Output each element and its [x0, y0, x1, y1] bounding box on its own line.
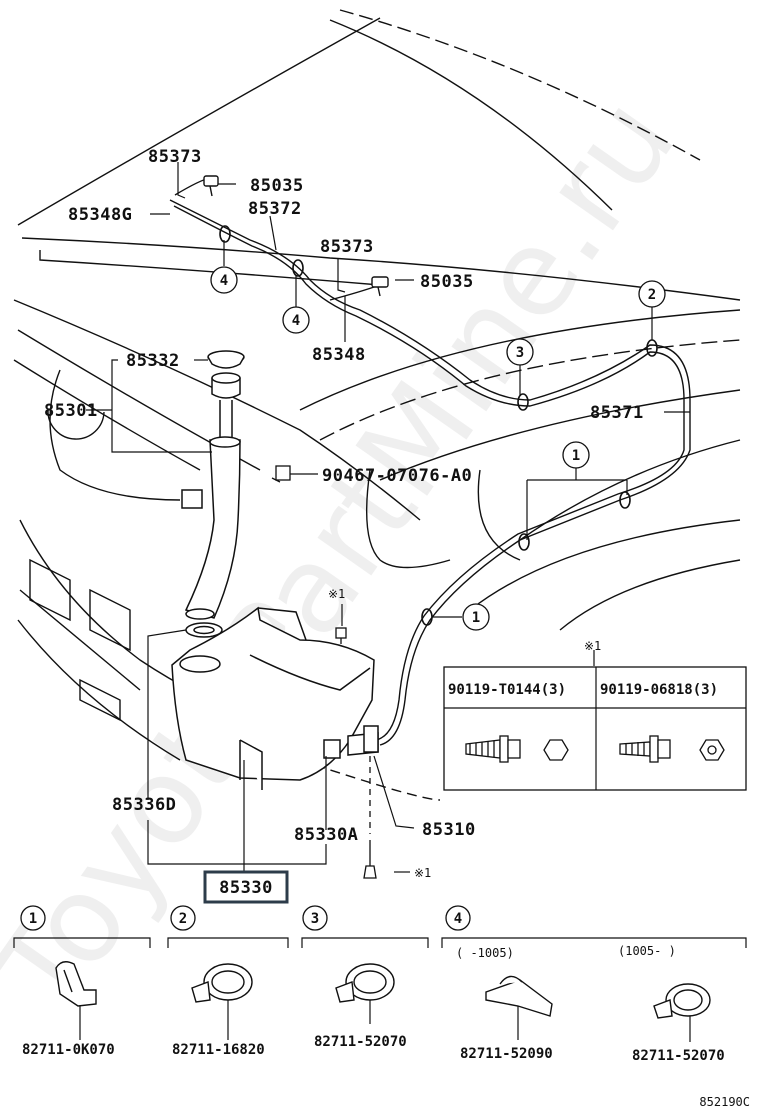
clip-4-left-range: ( -1005) — [456, 946, 514, 960]
callout-2: 2 — [638, 280, 666, 308]
bolt-90467 — [271, 465, 291, 483]
clip-1-pn[interactable]: 82711-0K070 — [22, 1042, 115, 1058]
clip-3-pn[interactable]: 82711-52070 — [314, 1034, 407, 1050]
label-85310[interactable]: 85310 — [422, 820, 476, 840]
clip-4-left-pn[interactable]: 82711-52090 — [460, 1046, 553, 1062]
svg-text:1: 1 — [572, 448, 580, 464]
bolt-right-hex-view — [699, 739, 725, 761]
label-85373-a[interactable]: 85373 — [148, 147, 202, 167]
bolt-variants-box: 90119-T0144(3) 90119-06818(3) — [443, 666, 747, 791]
label-85373-b[interactable]: 85373 — [320, 237, 374, 257]
clip-2-pn[interactable]: 82711-16820 — [172, 1042, 265, 1058]
label-85372[interactable]: 85372 — [248, 199, 302, 219]
part-labels: 85373 85035 85348G 85372 85373 85035 853… — [44, 147, 644, 845]
bolt-right-side-view — [619, 735, 671, 763]
clip-2-group: 2 82711-16820 — [170, 905, 265, 1058]
svg-text:3: 3 — [311, 911, 319, 927]
clip-4-right-icon — [653, 983, 711, 1019]
clip-1-icon — [55, 961, 97, 1007]
note-mark-lower: ※1 — [414, 866, 431, 880]
svg-text:3: 3 — [516, 345, 524, 361]
label-85035-a[interactable]: 85035 — [250, 176, 304, 196]
callout-1a: 1 — [562, 441, 590, 469]
svg-text:2: 2 — [179, 911, 187, 927]
clip-3-group: 3 82711-52070 — [302, 905, 407, 1050]
bolt-left-hex-view — [543, 739, 569, 761]
clip-4-right-range: (1005- ) — [618, 944, 676, 958]
svg-text:1: 1 — [29, 911, 37, 927]
clip-4-left-icon — [485, 975, 553, 1017]
leader-lines — [86, 162, 690, 873]
label-85348[interactable]: 85348 — [312, 345, 366, 365]
bolt-lower — [363, 756, 377, 879]
main-assembly-label[interactable]: 85330 — [203, 870, 289, 904]
label-85330A[interactable]: 85330A — [294, 825, 358, 845]
callout-4b: 4 — [282, 306, 310, 334]
label-85371[interactable]: 85371 — [590, 403, 644, 423]
diagram-code: 852190C — [699, 1095, 750, 1109]
callout-4a: 4 — [210, 266, 238, 294]
clip-4-right-pn[interactable]: 82711-52070 — [632, 1048, 725, 1064]
label-85348G[interactable]: 85348G — [68, 205, 132, 225]
label-85336D[interactable]: 85336D — [112, 795, 176, 815]
svg-text:1: 1 — [472, 610, 480, 626]
svg-text:4: 4 — [220, 273, 228, 289]
note-mark-upper: ※1 — [328, 587, 345, 601]
clip-3-icon — [335, 963, 395, 1003]
note-mark-box: ※1 — [584, 639, 601, 653]
washer-hose — [169, 177, 691, 746]
svg-text:4: 4 — [454, 911, 462, 927]
clip-legend — [13, 937, 747, 948]
washer-nozzle-left — [203, 175, 219, 197]
label-85301[interactable]: 85301 — [44, 401, 98, 421]
washer-nozzle-right — [371, 276, 389, 297]
label-85332[interactable]: 85332 — [126, 351, 180, 371]
label-90467[interactable]: 90467-07076-A0 — [322, 466, 472, 486]
callout-3: 3 — [506, 338, 534, 366]
label-85035-b[interactable]: 85035 — [420, 272, 474, 292]
callout-1b: 1 — [462, 603, 490, 631]
bolt-pn-right[interactable]: 90119-06818(3) — [600, 682, 718, 698]
svg-text:4: 4 — [292, 313, 300, 329]
bolt-pn-left[interactable]: 90119-T0144(3) — [448, 682, 566, 698]
clip-2-icon — [191, 963, 253, 1003]
bolt-left-side-view — [465, 735, 521, 763]
vehicle-outline — [13, 9, 741, 801]
washer-tank-assembly — [171, 350, 379, 790]
svg-text:85330: 85330 — [219, 878, 273, 898]
clip-4-group: 4 ( -1005) (1005- ) 82711-52090 82711-52… — [445, 905, 725, 1064]
bolt-upper — [335, 627, 347, 644]
svg-text:2: 2 — [648, 287, 656, 303]
clip-1-group: 1 82711-0K070 — [20, 905, 115, 1058]
